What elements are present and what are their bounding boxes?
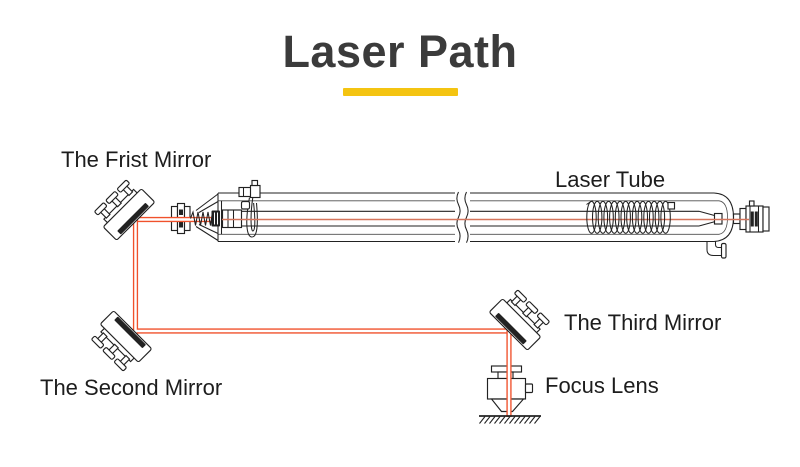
cooling-coil: [586, 200, 676, 234]
title-underline-bar: [343, 88, 458, 96]
third-mirror-drawing: [488, 286, 554, 351]
label-first-mirror: The Frist Mirror: [61, 147, 212, 172]
label-focus-lens: Focus Lens: [545, 373, 659, 398]
page-title: Laser Path: [282, 26, 518, 77]
tube-break-symbol: [455, 191, 470, 244]
tube-right-fitting: [732, 200, 770, 233]
first-mirror-drawing: [90, 176, 156, 241]
label-second-mirror: The Second Mirror: [40, 375, 223, 400]
label-laser-tube: Laser Tube: [555, 167, 666, 192]
second-mirror-drawing: [87, 310, 153, 375]
laser-tube-drawing: [136, 179, 770, 259]
laser-beam-path: [132, 216, 512, 334]
water-fitting: [238, 179, 261, 238]
spring: [190, 210, 213, 226]
work-surface-drawing: [479, 415, 541, 424]
outlet-elbow: [706, 241, 727, 259]
label-third-mirror: The Third Mirror: [564, 310, 722, 335]
